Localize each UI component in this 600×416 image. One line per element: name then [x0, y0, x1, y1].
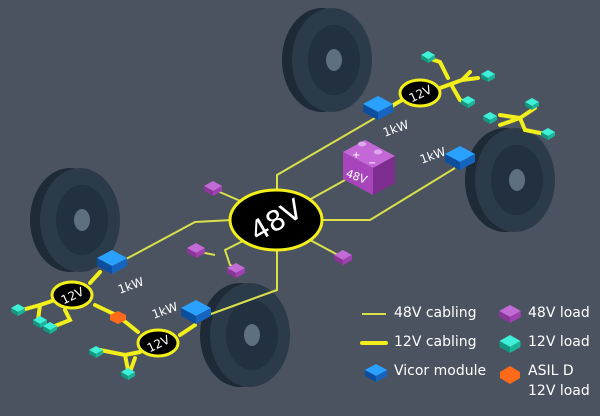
load-12v [89, 346, 103, 358]
legend-vicor-module: Vicor module [394, 363, 487, 379]
power-label: 1kW [116, 274, 146, 296]
load-12v [483, 112, 497, 124]
battery-plus: + [352, 150, 360, 161]
load-12v [461, 96, 475, 108]
load-48v [334, 250, 352, 265]
converter-12v-rear: 12V [398, 78, 442, 108]
load-asil-d [110, 311, 126, 324]
load-48v [187, 243, 205, 258]
load-48v [204, 181, 222, 196]
vicor-module-rear-left [363, 96, 393, 120]
legend-asil-line1: ASIL D [528, 363, 574, 379]
power-label: 1kW [418, 144, 448, 166]
legend-asil-line2: 12V load [528, 383, 590, 399]
legend-12v-cabling: 12V cabling [394, 334, 477, 350]
cable-48v-to-front-right-module [199, 248, 278, 319]
power-label: 1kW [381, 117, 411, 139]
legend-48v-cabling: 48V cabling [394, 305, 477, 321]
cables-12v [20, 56, 547, 374]
power-label: 1kW [150, 299, 180, 321]
hub-48v: 48V [228, 188, 324, 252]
legend-vicor-swatch [364, 364, 388, 382]
converter-12v-front-right: 12V [136, 328, 180, 358]
legend-12v-load: 12V load [528, 334, 590, 350]
legend-48v-load: 48V load [528, 305, 590, 321]
battery-minus: − [368, 158, 376, 169]
converter-12v-front-left: 12V [50, 280, 94, 310]
legend-asil-swatch [500, 366, 520, 384]
legend-12v-load-swatch [499, 335, 521, 353]
wheel-rear-right [465, 128, 555, 232]
legend-48v-load-swatch [499, 305, 521, 323]
load-12v [541, 128, 555, 140]
cable-48v-to-rear-right-module [320, 167, 456, 221]
wheel-front-right [200, 283, 290, 387]
load-12v [11, 304, 25, 316]
cable-48v-load-4 [309, 239, 339, 256]
cable-48v-to-front-left-module [114, 219, 233, 266]
load-12v [481, 70, 495, 82]
battery-48v: + − 48V [343, 140, 395, 195]
cable-48v-to-rear-left-module [276, 117, 376, 190]
wheel-rear-left [282, 8, 372, 112]
